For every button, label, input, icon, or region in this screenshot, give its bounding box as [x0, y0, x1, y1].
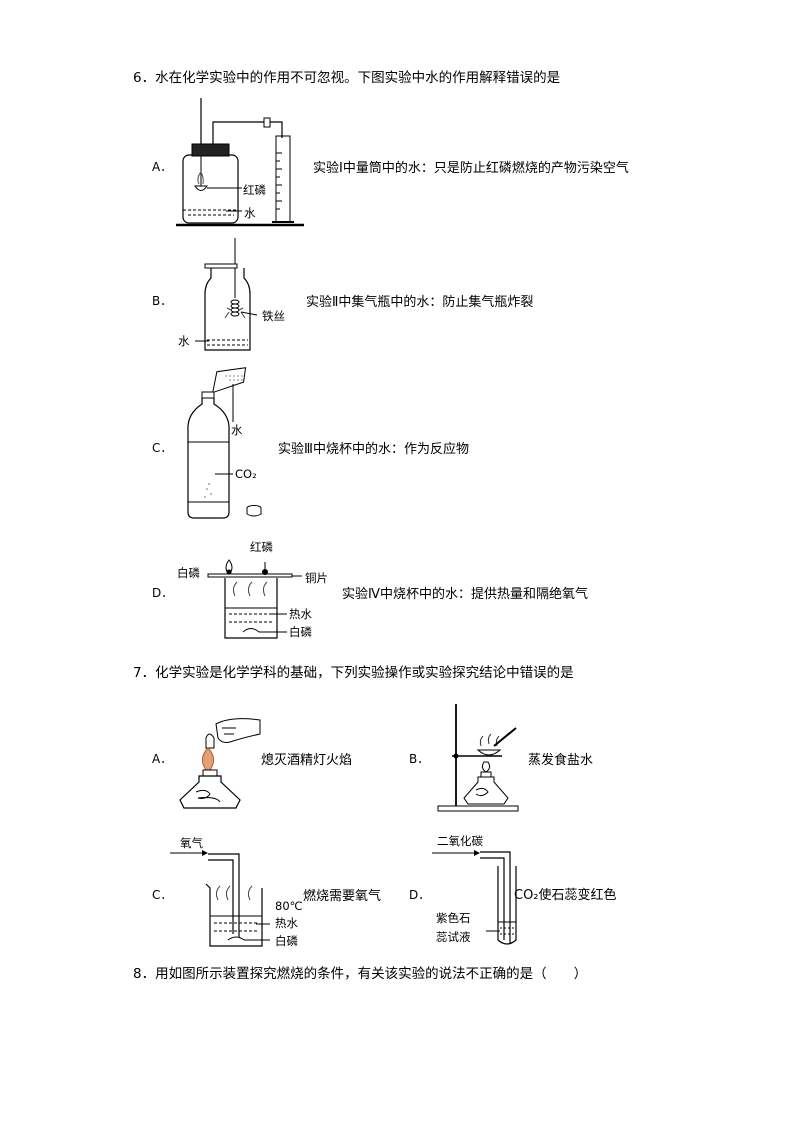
question-7-stem: 7．化学实验是化学学科的基础，下列实验操作或实验探究结论中错误的是 — [133, 665, 574, 681]
q6-b-iron-wire-apparatus — [195, 238, 258, 351]
q6-a-label-water: 水 — [244, 206, 256, 220]
q6-d-copper-sheet-apparatus — [207, 559, 302, 639]
q7-d-label-litmus-line2: 蕊试液 — [436, 930, 471, 944]
q7-option-c-letter[interactable]: C． — [152, 888, 173, 902]
q6-option-d-description: 实验Ⅳ中烧杯中的水：提供热量和隔绝氧气 — [342, 587, 588, 602]
q6-c-label-water: 水 — [231, 423, 243, 437]
q7-d-test-tube-figure — [432, 850, 517, 945]
q6-d-label-copper-sheet: 铜片 — [305, 571, 328, 585]
q7-c-label-white-phosphorus: 白磷 — [275, 934, 298, 948]
q6-option-c-letter[interactable]: C． — [152, 441, 173, 455]
q7-c-oxygen-beaker-figure — [170, 850, 270, 947]
q6-a-label-red-phosphorus: 红磷 — [243, 183, 266, 197]
q6-a-red-phosphorus-apparatus — [176, 98, 304, 227]
q7-option-b-description: 蒸发食盐水 — [528, 753, 594, 768]
q6-option-a-description: 实验Ⅰ中量筒中的水：只是防止红磷燃烧的产物污染空气 — [313, 161, 629, 176]
q6-b-label-iron-wire: 铁丝 — [262, 309, 285, 323]
q7-c-label-oxygen: 氧气 — [180, 836, 203, 850]
q6-d-label-red-phosphorus: 红磷 — [250, 540, 273, 554]
q7-option-d-letter[interactable]: D． — [409, 888, 431, 902]
q7-d-label-litmus-line1: 紫色石 — [436, 911, 471, 925]
q7-a-alcohol-lamp-figure — [179, 718, 261, 809]
q6-d-label-white-phosphorus-bottom: 白磷 — [289, 625, 312, 639]
q7-option-a-description: 熄灭酒精灯火焰 — [261, 753, 353, 768]
q6-d-label-white-phosphorus-top: 白磷 — [177, 566, 200, 580]
q6-d-label-hot-water: 热水 — [289, 607, 312, 621]
q7-d-label-carbon-dioxide: 二氧化碳 — [437, 834, 483, 848]
q7-c-label-hot-water: 热水 — [275, 916, 298, 930]
q7-c-label-80c: 80℃ — [275, 899, 303, 913]
q7-b-evaporation-figure — [437, 704, 519, 812]
q7-option-c-description: 燃烧需要氧气 — [303, 889, 382, 904]
q7-option-b-letter[interactable]: B． — [409, 752, 430, 766]
q6-c-co2-bottle-apparatus — [187, 367, 262, 519]
q7-option-d-description: CO₂使石蕊变红色 — [514, 888, 617, 903]
q6-option-d-letter[interactable]: D． — [152, 586, 174, 600]
q6-option-c-description: 实验Ⅲ中烧杯中的水：作为反应物 — [278, 442, 469, 457]
q6-c-label-co2: CO₂ — [235, 467, 257, 481]
question-8-stem: 8．用如图所示装置探究燃烧的条件，有关该实验的说法不正确的是（ ） — [133, 966, 588, 982]
question-6-stem: 6．水在化学实验中的作用不可忽视。下图实验中水的作用解释错误的是 — [133, 70, 561, 86]
q6-b-label-water: 水 — [178, 334, 190, 348]
q6-option-b-description: 实验Ⅱ中集气瓶中的水：防止集气瓶炸裂 — [306, 295, 534, 310]
q7-option-a-letter[interactable]: A． — [152, 752, 173, 766]
q6-option-a-letter[interactable]: A． — [152, 160, 173, 174]
q6-option-b-letter[interactable]: B． — [152, 294, 173, 308]
